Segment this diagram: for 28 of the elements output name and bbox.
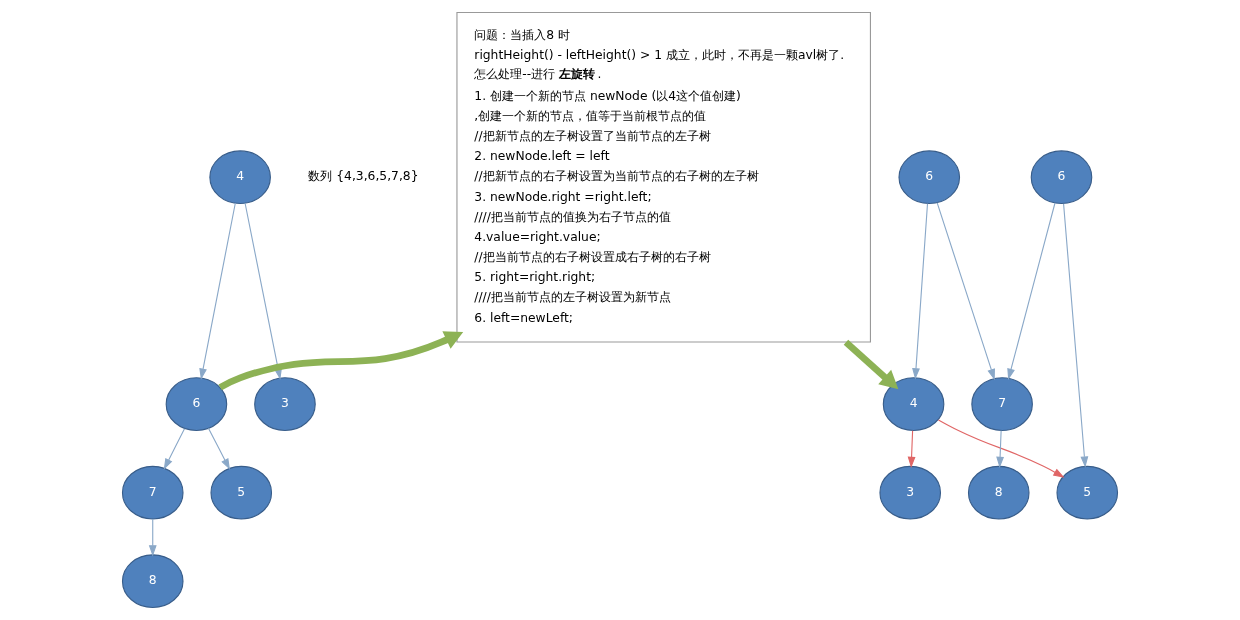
arrow [907, 430, 916, 468]
node-ellipse: 6 [1030, 150, 1093, 205]
node-ellipse: 4 [882, 377, 945, 431]
node-ellipse: 7 [121, 465, 184, 520]
label: 数列 {4,3,6,5,7,8} [308, 169, 419, 184]
arrow [1007, 202, 1056, 380]
arrow [207, 427, 230, 470]
node-ellipse: 8 [967, 465, 1030, 520]
arrow [937, 419, 1065, 478]
node-ellipse: 6 [165, 377, 228, 431]
arrow [199, 202, 236, 380]
node-ellipse: 5 [210, 465, 273, 520]
node-ellipse: 3 [879, 465, 942, 520]
arrow [163, 428, 186, 470]
arrow [996, 430, 1004, 468]
node-ellipse: 5 [1056, 465, 1119, 520]
arrow [1063, 203, 1089, 468]
arrow [936, 202, 995, 381]
node-box: 问题：当插入8 时 rightHeight() - leftHeight() > 1 成立，此时，不再是一颗avl树了. 怎么处理--进行左旋转. 1. 创建一个新的节点 newNode (以4这个值创建) ,创建一个新的节点，值等于当前根节点的值 //把新节点的左子树设置了当前节点的左子树 2. newNode.left = left //把新节点的右子树设置为当前节点的右子树的左子树 3. newNode.right =right.left; ////把当前节点的值换为右子节点的值 4.value=right.value; //把当前节点的右子树设置成右子树的右子树 5. right=right.right; ////把当前节点的左子树设置为新节点 6. left=newLeft; [456, 11, 871, 343]
node-ellipse: 7 [971, 377, 1033, 431]
node-ellipse: 4 [209, 150, 271, 205]
arrow [843, 339, 899, 390]
node-ellipse: 3 [254, 377, 316, 431]
arrow [148, 518, 157, 557]
arrow [218, 331, 464, 391]
arrow [912, 203, 929, 380]
node-ellipse: 8 [121, 554, 184, 609]
node-ellipse: 6 [898, 150, 961, 205]
